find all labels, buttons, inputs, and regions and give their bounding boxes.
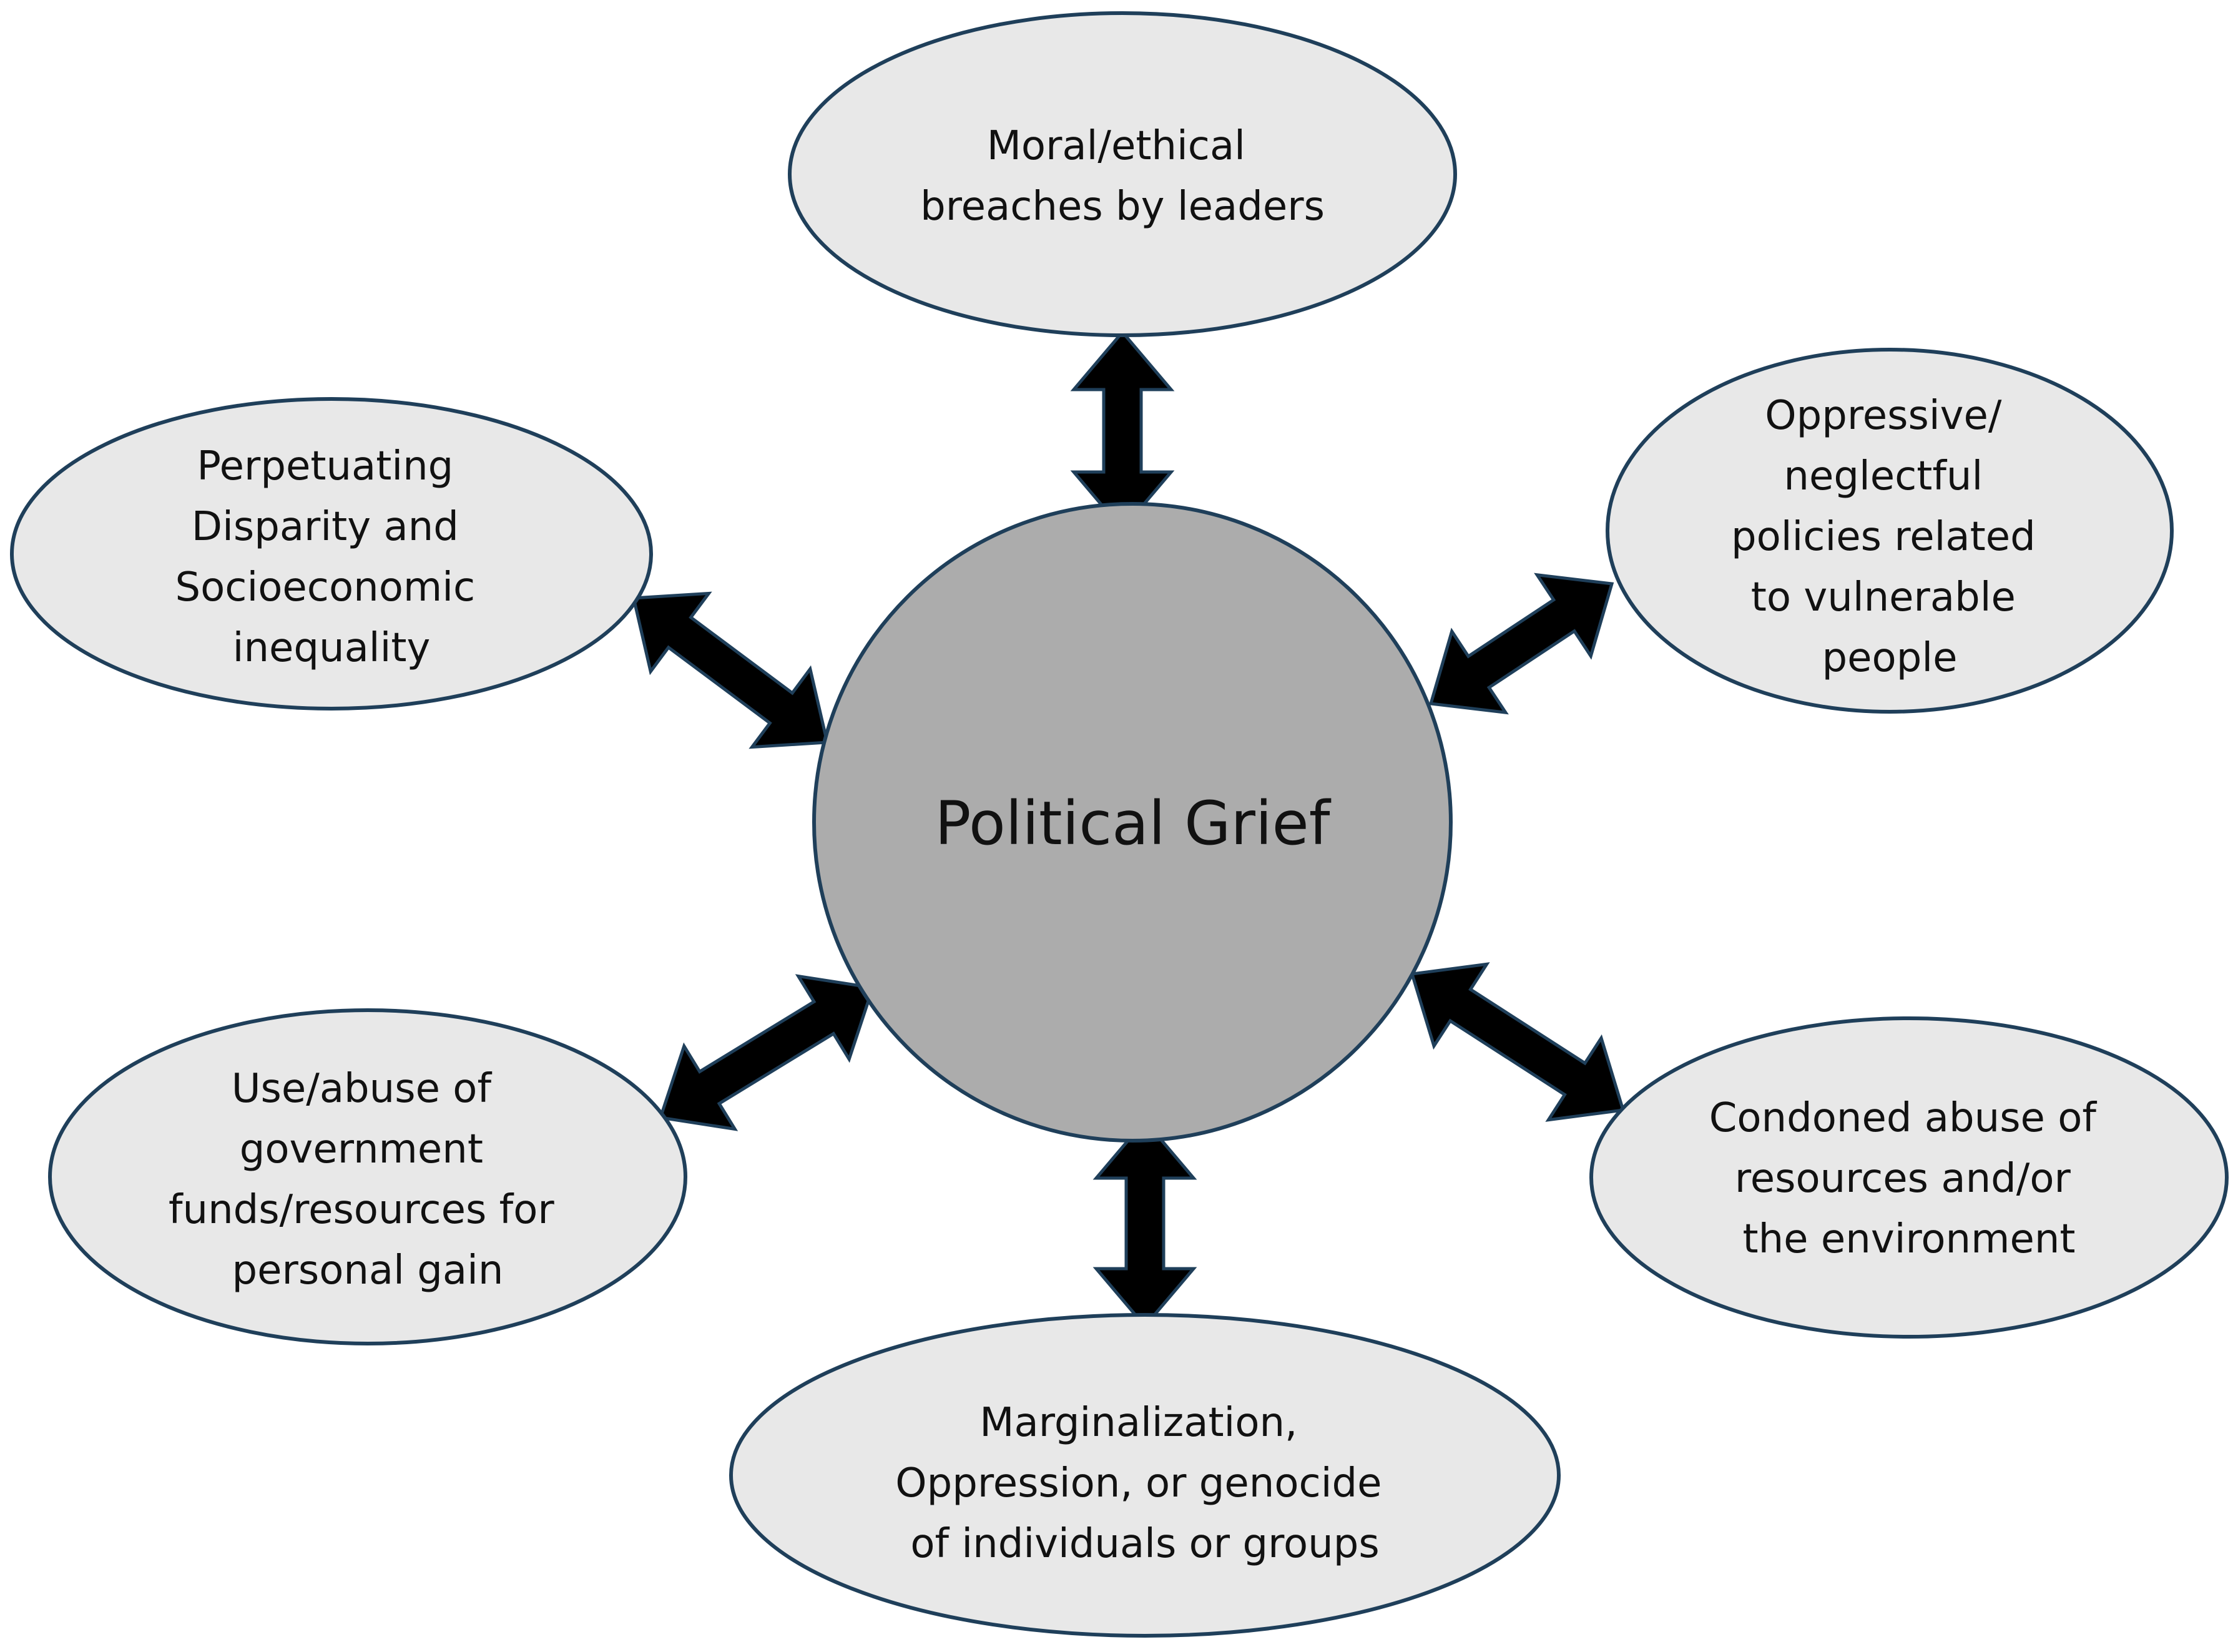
node-label-line: policies related [1731,514,2036,560]
node-label-line: Moral/ethical [987,123,1245,169]
center-circle [812,502,1453,1143]
node-label: Marginalization, Oppression, or genocide… [895,1400,1395,1567]
node-ellipse [10,397,653,710]
node-label: Use/abuse of government funds/resources … [169,1066,567,1294]
node-label: Perpetuating Disparity and Socioeconomic… [175,443,488,671]
node-label-line: government [240,1126,483,1173]
center-label: Political Grief [935,789,1331,858]
bidirectional-arrow-3 [1092,1118,1197,1329]
bidirectional-arrow-0 [1070,330,1175,532]
node-label-line: breaches by leaders [920,184,1325,230]
node-label-line: personal gain [232,1247,504,1294]
node-ellipse [1606,348,2174,714]
node-label-line: Condoned abuse of [1709,1095,2098,1141]
node-label-line: Oppressive/ [1765,393,2002,439]
node-label-line: Disparity and [192,504,459,550]
node-label: Condoned abuse of resources and/or the e… [1709,1095,2109,1262]
node-label-line: Marginalization, [979,1400,1297,1446]
node-label-line: funds/resources for [169,1187,554,1233]
bidirectional-arrow-4 [658,974,875,1131]
node-label-line: Perpetuating [197,443,453,489]
node-label-line: to vulnerable [1751,574,2016,621]
node-marginalization: Marginalization, Oppression, or genocide… [729,1313,1561,1638]
node-ellipse [788,11,1457,337]
node-label-line: of individuals or groups [910,1521,1379,1567]
node-label-line: the environment [1743,1216,2076,1262]
center-node: Political Grief [812,502,1453,1143]
node-abuse-of-funds: Use/abuse of government funds/resources … [48,1008,687,1345]
node-ellipse [1589,1016,2229,1339]
concept-nodes: Moral/ethical breaches by leaders Oppres… [10,11,2229,1638]
node-label: Moral/ethical breaches by leaders [920,123,1325,230]
node-label-line: resources and/or [1735,1156,2071,1202]
bidirectional-arrow-1 [1428,573,1614,715]
node-label: Oppressive/ neglectful policies related … [1731,393,2048,681]
node-perpetuating-disparity: Perpetuating Disparity and Socioeconomic… [10,397,653,710]
node-label-line: neglectful [1784,453,1983,499]
connector-arrows [631,330,1626,1329]
node-label-line: Socioeconomic [175,564,476,611]
node-label-line: Use/abuse of [232,1066,493,1112]
node-ellipse [48,1008,687,1345]
bidirectional-arrow-5 [631,591,830,749]
node-moral-ethical-breaches: Moral/ethical breaches by leaders [788,11,1457,337]
node-condoned-abuse: Condoned abuse of resources and/or the e… [1589,1016,2229,1339]
node-label-line: inequality [233,625,431,671]
node-ellipse [729,1313,1561,1638]
node-label-line: people [1822,635,1958,681]
node-label-line: Oppression, or genocide [895,1460,1382,1507]
bidirectional-arrow-2 [1410,962,1626,1122]
node-oppressive-policies: Oppressive/ neglectful policies related … [1606,348,2174,714]
